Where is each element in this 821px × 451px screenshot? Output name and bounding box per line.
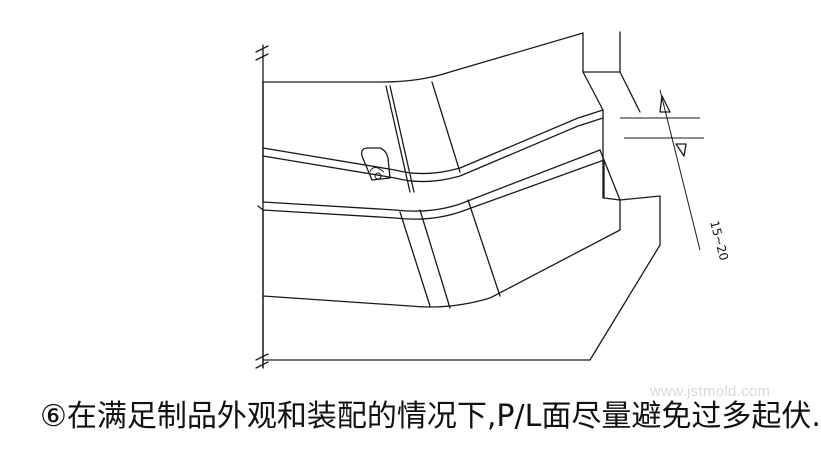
clip-feature	[360, 147, 391, 181]
watermark: www.jstmold.com	[650, 383, 771, 400]
upper-block	[262, 32, 584, 203]
right-step-block	[582, 31, 661, 246]
dimension-label: 15~20	[707, 219, 731, 262]
lower-block	[257, 199, 661, 369]
parting-line-channel	[262, 109, 605, 220]
caption-text: ⑥在满足制品外观和装配的情况下,P/L面尽量避免过多起伏.	[40, 399, 821, 434]
dimension-annotation: 15~20	[620, 89, 731, 262]
mold-parting-line-drawing: 15~20	[255, 31, 731, 369]
